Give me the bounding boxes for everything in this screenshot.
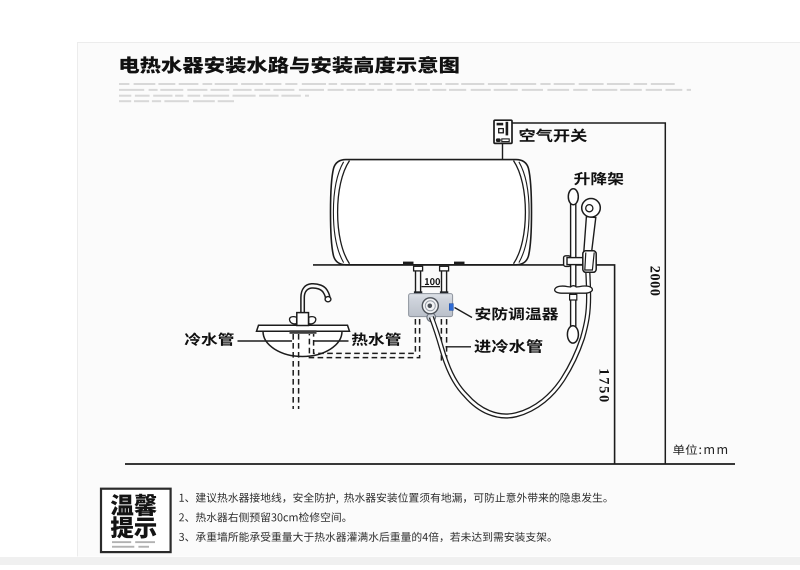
svg-text:1750: 1750 [595, 368, 611, 404]
svg-text:2000: 2000 [647, 266, 663, 297]
